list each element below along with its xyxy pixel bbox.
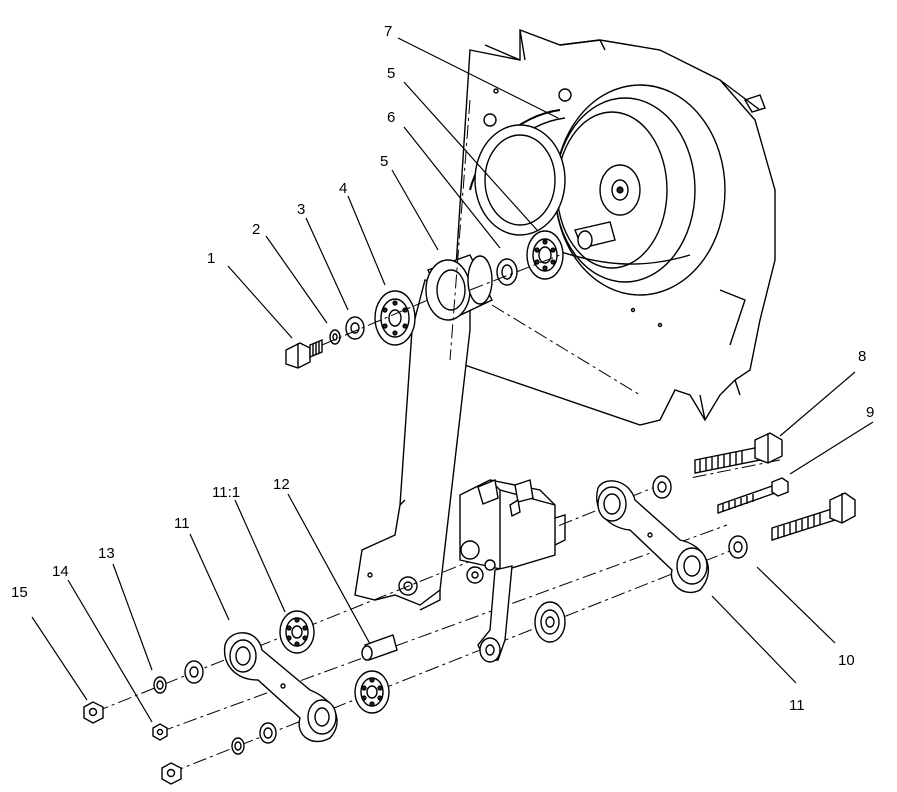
bearing-lower-left (354, 670, 390, 714)
lock-washer-2 (329, 329, 341, 345)
gearbox-bracket (459, 479, 566, 584)
callout-13: 13 (98, 545, 115, 562)
small-pulley (474, 124, 566, 236)
bolt-1 (285, 338, 323, 369)
nut-14 (152, 723, 168, 741)
washer-10 (728, 535, 748, 559)
link-right (596, 480, 710, 594)
crank-arm (477, 565, 513, 663)
pulley-shaft (574, 221, 616, 250)
callout-11-left: 11 (174, 515, 190, 532)
lock-washer-13 (153, 676, 167, 694)
bushing (425, 254, 493, 321)
washer-13a (184, 660, 204, 684)
bearing-upper (526, 230, 564, 280)
pin-12 (361, 634, 398, 661)
callout-2: 2 (252, 221, 260, 238)
callout-labels: 1 2 3 4 5 6 5 7 8 9 10 11 11:1 11 12 13 … (11, 23, 874, 714)
hex-bolt-9 (717, 477, 789, 514)
callout-12: 12 (273, 476, 290, 493)
callout-8: 8 (858, 348, 866, 365)
callout-14: 14 (52, 563, 69, 580)
spacer-washer (496, 258, 518, 286)
callout-11-1: 11:1 (212, 484, 240, 501)
callout-11-right: 11 (789, 697, 805, 714)
callout-1: 1 (207, 250, 215, 267)
washer-lower-a (259, 722, 277, 744)
callout-4: 4 (339, 180, 347, 197)
leader-lines (31, 37, 874, 723)
flat-washer-3 (345, 316, 365, 340)
washer-upper-right (652, 475, 672, 499)
hex-bolt-lower (771, 492, 856, 541)
link-left (223, 632, 338, 743)
callout-5-upper: 5 (387, 65, 395, 82)
callout-10: 10 (838, 652, 855, 669)
callout-5-lower: 5 (380, 153, 388, 170)
callout-7: 7 (384, 23, 392, 40)
callout-9: 9 (866, 404, 874, 421)
bearing-4 (374, 290, 416, 346)
bearing-lower-middle (534, 601, 566, 643)
callout-6: 6 (387, 109, 395, 126)
bearing-11-1 (279, 610, 315, 654)
nut-lower (161, 762, 182, 785)
callout-15: 15 (11, 584, 28, 601)
hex-bolt-8 (694, 432, 783, 474)
washer-lower-b (231, 737, 245, 755)
callout-3: 3 (297, 201, 305, 218)
nut-15 (83, 701, 104, 724)
